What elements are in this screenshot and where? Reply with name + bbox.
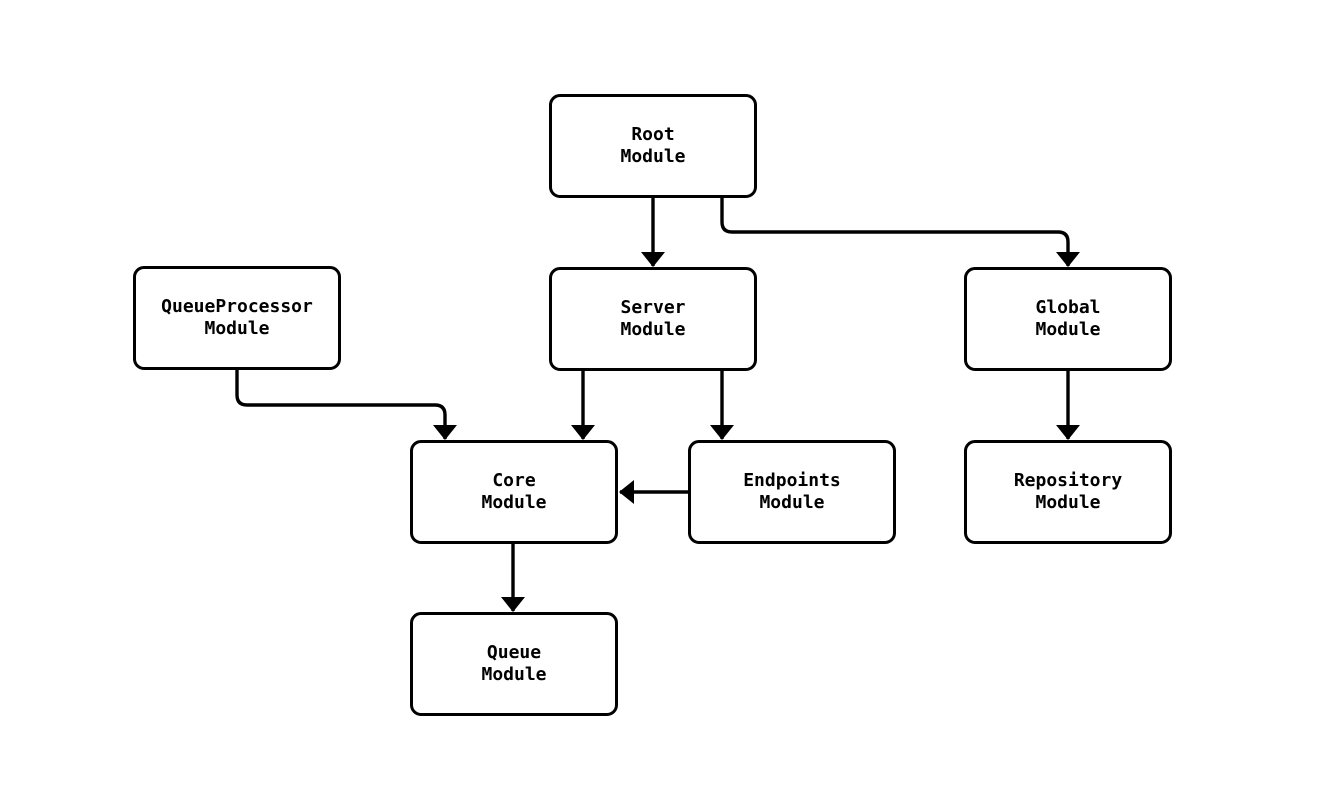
- node-repository-module-label: Repository Module: [1013, 470, 1123, 513]
- node-server-module: Server Module: [549, 267, 757, 371]
- node-core-module-label: Core Module: [481, 470, 547, 513]
- node-repository-module: Repository Module: [964, 440, 1172, 544]
- node-queue-module-label: Queue Module: [481, 642, 547, 685]
- node-root-module-label: Root Module: [620, 124, 686, 167]
- node-root-module: Root Module: [549, 94, 757, 198]
- node-endpoints-module: Endpoints Module: [688, 440, 896, 544]
- node-queueprocessor-module: QueueProcessor Module: [133, 266, 341, 370]
- node-queueprocessor-module-label: QueueProcessor Module: [161, 296, 313, 339]
- node-queue-module: Queue Module: [410, 612, 618, 716]
- node-global-module: Global Module: [964, 267, 1172, 371]
- node-global-module-label: Global Module: [1035, 297, 1101, 340]
- node-endpoints-module-label: Endpoints Module: [743, 470, 841, 513]
- edge-root-to-global: [720, 198, 1080, 267]
- node-core-module: Core Module: [410, 440, 618, 544]
- edge-queueprocessor-to-core: [235, 370, 457, 440]
- node-server-module-label: Server Module: [620, 297, 686, 340]
